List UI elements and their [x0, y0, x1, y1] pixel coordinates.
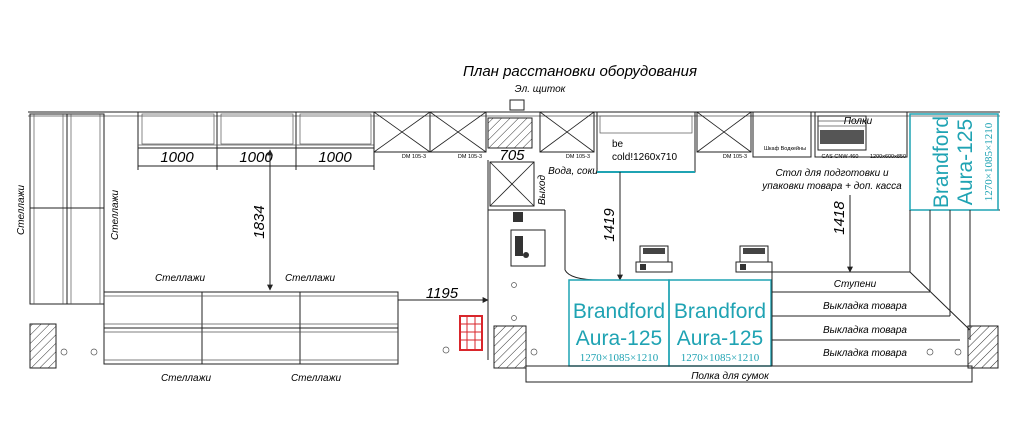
cas-label: CAS CNW-460	[822, 154, 859, 160]
fixture-dot-6	[954, 348, 962, 356]
prep-table-label-1: Стол для подготовки и	[775, 168, 889, 179]
column-right	[967, 325, 999, 369]
brandford-spec-1: 1270×1085×1210	[580, 352, 659, 364]
water-juice-label: Вода, соки	[548, 166, 598, 177]
be-cold-cooler	[596, 111, 696, 173]
be-cold-line-2: cold!1260x710	[612, 152, 677, 163]
vykladka-label-2: Выкладка товара	[823, 325, 907, 336]
vykladka-label-3: Выкладка товара	[823, 348, 907, 359]
dm-label-1: DM 105-3	[402, 154, 426, 160]
fire-extinguisher-icon	[459, 315, 483, 351]
center-shelving	[103, 291, 399, 365]
dm-label-3: DM 105-3	[566, 154, 590, 160]
exit-label: Выход	[537, 175, 548, 205]
fixture-dot-1	[60, 348, 68, 356]
electrical-panel	[487, 99, 533, 149]
cabinet-label: Шкаф Водкейны	[764, 145, 806, 152]
brandford-name-1: Brandford	[573, 300, 665, 323]
dim-1419: 1419	[601, 208, 618, 242]
exit-box	[489, 161, 535, 207]
bag-shelf-label: Полка для сумок	[691, 371, 770, 382]
dim-shelf-2: 1000	[239, 149, 273, 166]
stellazhi-label-top-1: Стеллажи	[155, 273, 206, 284]
column-left	[29, 323, 57, 369]
stellazhi-label-bottom-1: Стеллажи	[161, 373, 212, 384]
brandford-freezer-top-right: Brandford Aura-125 1270×1085×1210	[909, 113, 999, 211]
prep-table-label-2: упаковки товара + доп. касса	[761, 181, 902, 192]
dim-1834: 1834	[251, 205, 268, 238]
brandford-model-2: Aura-125	[677, 327, 763, 350]
table-dims-label: 1200x600x850	[870, 154, 906, 160]
dm-label-4: DM 105-3	[723, 154, 747, 160]
polki-label: Полки	[844, 116, 873, 127]
brandford-name-top: Brandford	[930, 116, 953, 208]
brandford-freezer-1: Brandford Aura-125 1270×1085×1210	[568, 279, 670, 367]
dim-1418: 1418	[831, 201, 848, 235]
dm-cooler-3	[539, 111, 595, 153]
dim-705: 705	[499, 147, 525, 164]
cabinet	[752, 111, 812, 158]
fixture-dot-2	[90, 348, 98, 356]
stellazhi-label-left: Стеллажи	[16, 185, 27, 236]
dim-1195: 1195	[426, 285, 459, 302]
prep-table	[814, 111, 908, 158]
brandford-freezer-2: Brandford Aura-125 1270×1085×1210	[668, 279, 772, 367]
fixture-dot-5	[926, 348, 934, 356]
dm-cooler-2	[429, 111, 487, 153]
fixture-dot-3	[442, 346, 450, 354]
stellazhi-label-bottom-2: Стеллажи	[291, 373, 342, 384]
dm-label-2: DM 105-3	[458, 154, 482, 160]
brandford-model-1: Aura-125	[576, 327, 662, 350]
brandford-name-2: Brandford	[674, 300, 766, 323]
shelf-dimensions	[137, 148, 375, 170]
fixture-dot-4	[530, 348, 538, 356]
brandford-model-top: Aura-125	[954, 119, 977, 205]
bag-shelf	[525, 365, 973, 383]
cash-register-1	[635, 245, 673, 273]
dim-shelf-1: 1000	[160, 149, 194, 166]
stellazhi-label-top-2: Стеллажи	[285, 273, 336, 284]
counter-equipment	[510, 212, 546, 321]
be-cold-line-1: be	[612, 139, 624, 150]
stupeni-label: Ступени	[834, 279, 877, 290]
vykladka-label-1: Выкладка товара	[823, 301, 907, 312]
plan-title: План расстановки оборудования	[463, 63, 697, 80]
column-center	[493, 325, 527, 369]
brandford-spec-top: 1270×1085×1210	[983, 122, 995, 201]
dm-cooler-4	[696, 111, 752, 153]
stellazhi-label-left-inner: Стеллажи	[110, 190, 121, 241]
dm-cooler-1	[373, 111, 431, 153]
cash-register-2	[735, 245, 773, 273]
top-shelves	[137, 111, 375, 149]
brandford-spec-2: 1270×1085×1210	[681, 352, 760, 364]
dim-shelf-3: 1000	[318, 149, 352, 166]
left-vertical-shelving	[29, 113, 105, 305]
el-panel-label: Эл. щиток	[515, 84, 567, 95]
